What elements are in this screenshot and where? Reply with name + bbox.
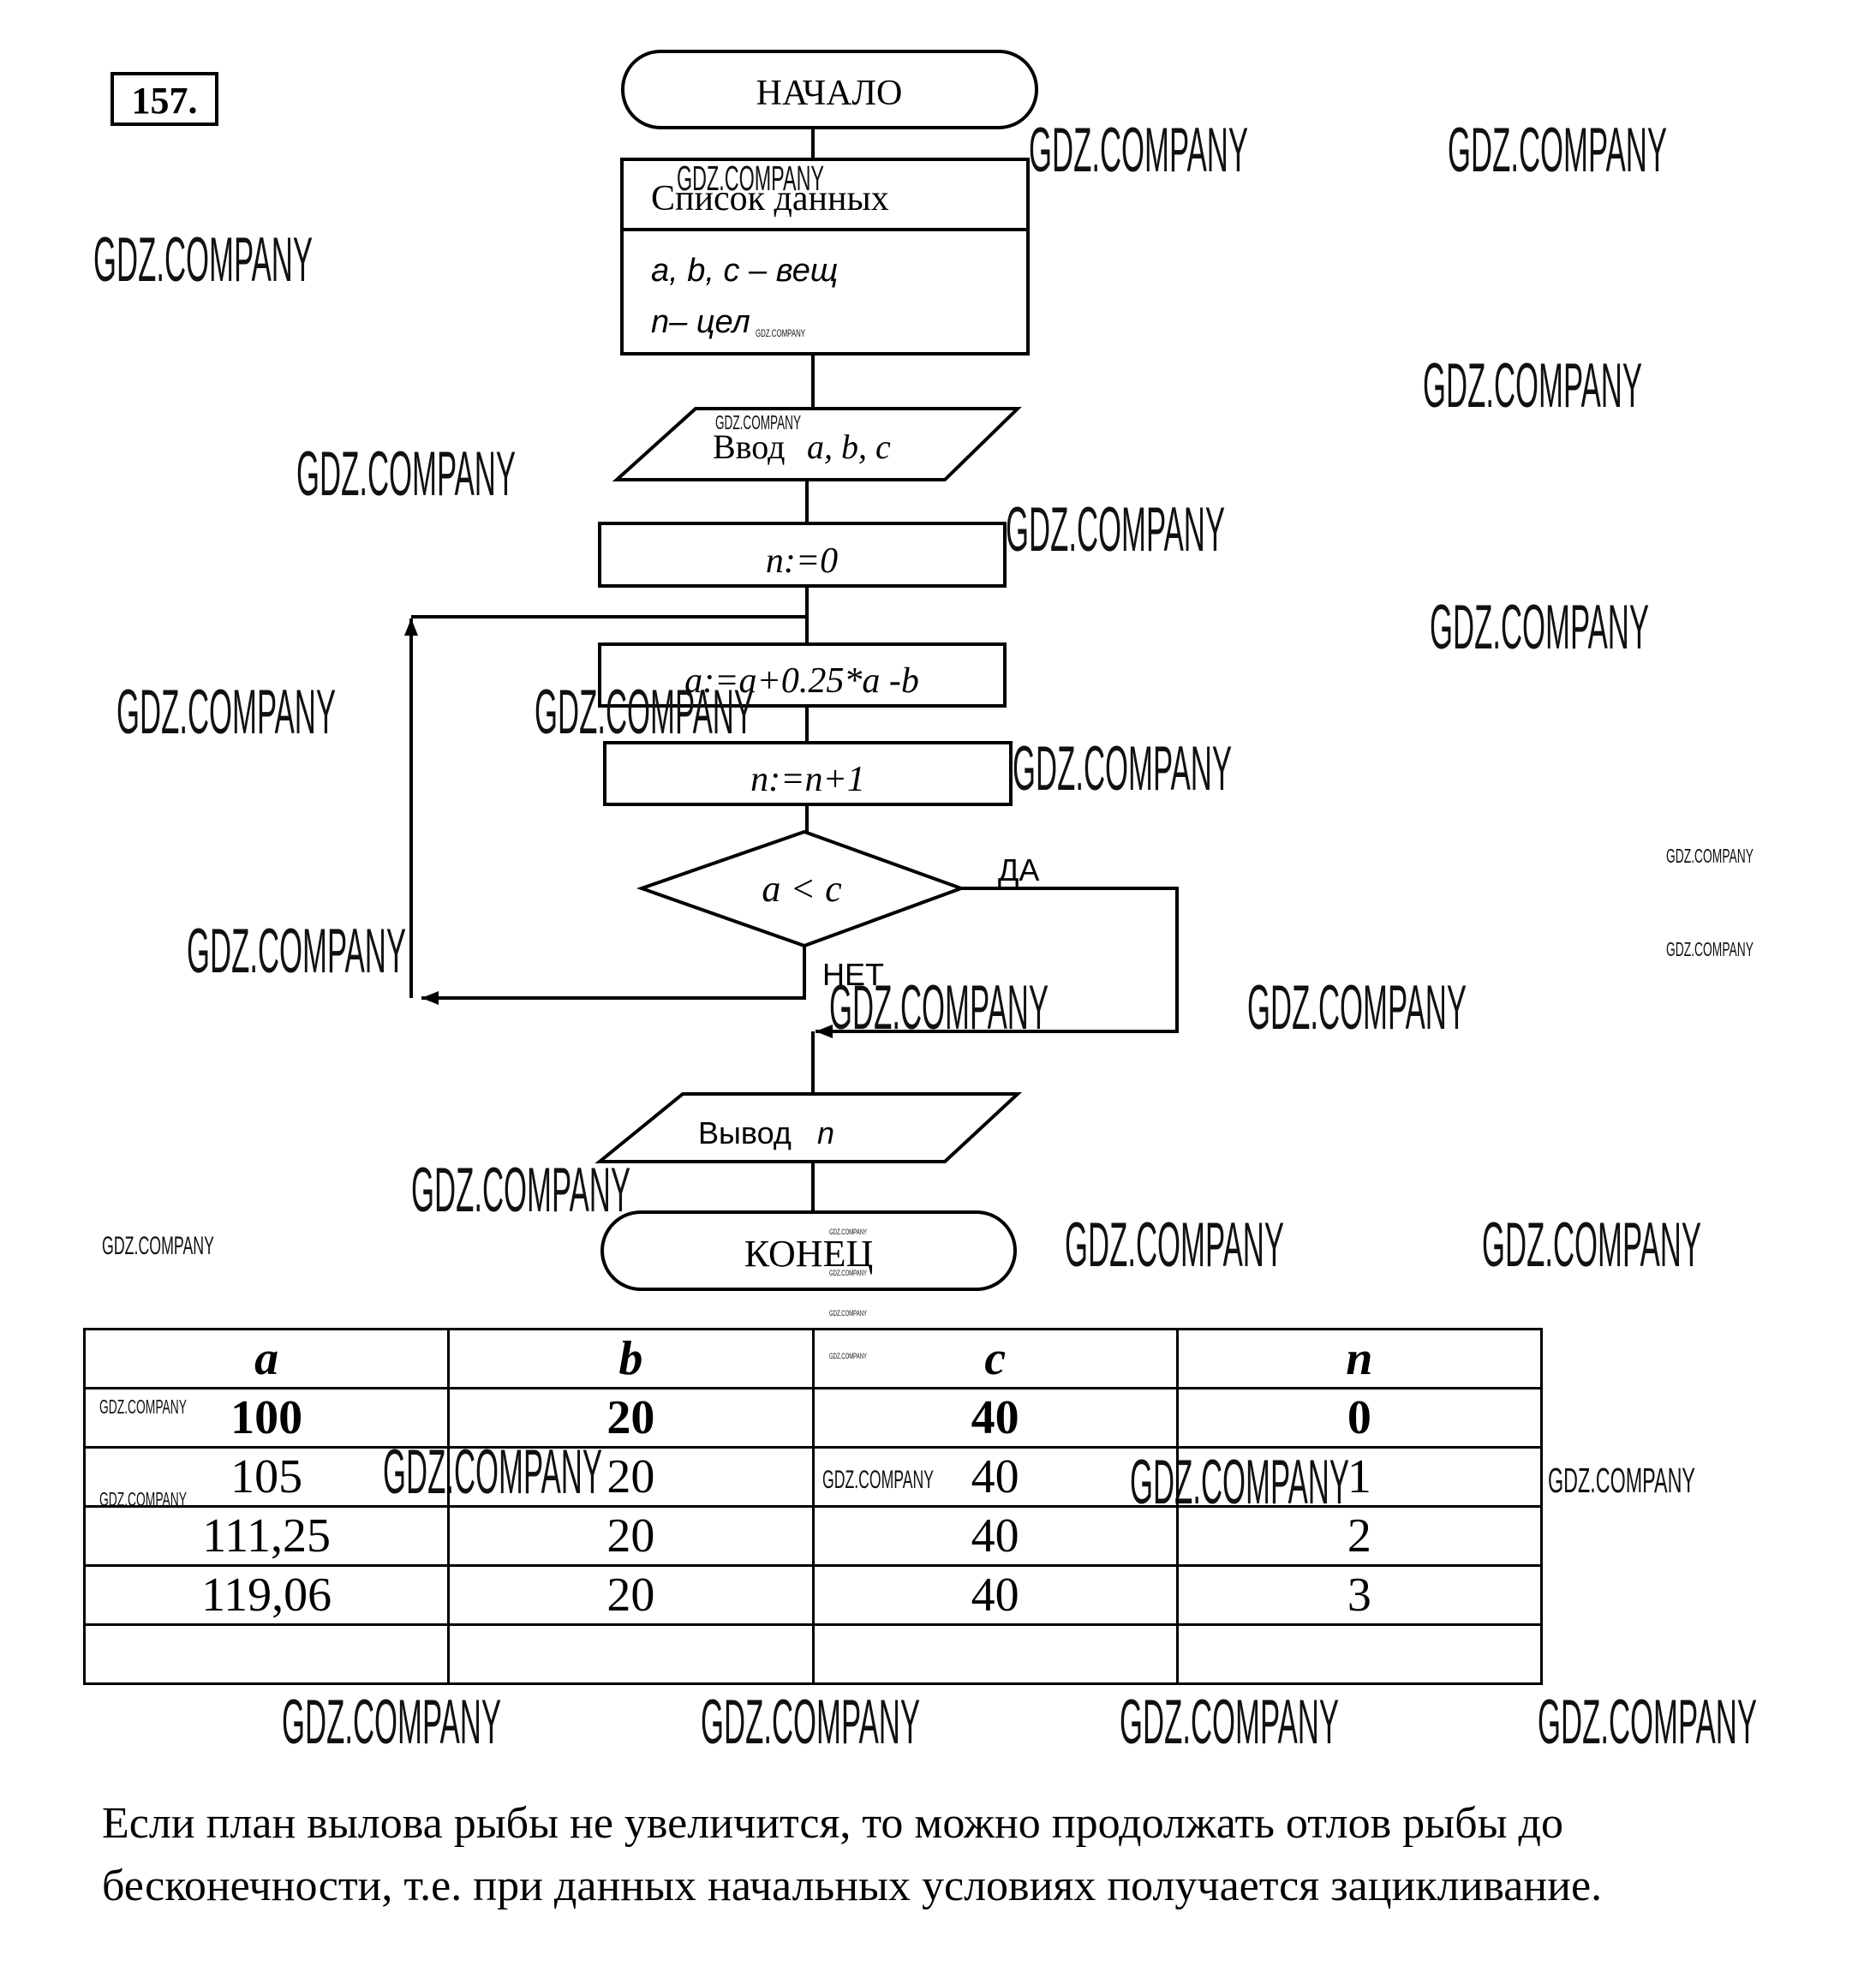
watermark-text: GDZ.COMPANY [1006,495,1225,565]
trace-table: a b c n 100 20 40 0 105 20 40 1 111,25 2… [82,1328,1544,1685]
table-row: 100 20 40 0 [82,1387,1544,1449]
watermark-text: GDZ.COMPANY [677,158,824,198]
cell-c: 40 [811,1505,1179,1567]
update-a-box [598,642,1007,708]
watermark-text: GDZ.COMPANY [1666,938,1754,960]
condition-label: a < c [762,868,842,910]
table-row: 119,06 20 40 3 [82,1564,1544,1626]
cell-a: 100 [82,1387,451,1449]
no-branch-line [421,946,806,1005]
problem-number-box: 157. [111,72,218,126]
watermark-text: GDZ.COMPANY [1065,1210,1284,1280]
watermark-text: GDZ.COMPANY [1013,734,1232,804]
watermark-text: GDZ.COMPANY [1548,1461,1695,1500]
table-row-empty [82,1623,1544,1685]
watermark-text: GDZ.COMPANY [1448,116,1667,185]
input-vars: a, b, c [807,427,891,466]
table-row: 111,25 20 40 2 [82,1505,1544,1567]
cell-a: 111,25 [82,1505,451,1567]
start-label: НАЧАЛО [756,74,903,113]
watermark-text: GDZ.COMPANY [1423,351,1642,421]
watermark-text: GDZ.COMPANY [187,917,406,986]
cell-n: 1 [1175,1446,1544,1508]
watermark-text: GDZ.COMPANY [1120,1688,1339,1757]
watermark-text: GDZ.COMPANY [535,678,754,747]
watermark-text: GDZ.COMPANY [715,411,801,433]
cell-c [811,1623,1179,1685]
output-parallelogram [594,1092,1023,1163]
watermark-text: GDZ.COMPANY [756,327,805,339]
end-terminal [600,1210,1017,1291]
watermark-text: GDZ.COMPANY [701,1688,920,1757]
input-label: Ввод [713,427,786,466]
watermark-text: GDZ.COMPANY [1029,116,1248,185]
header-n: n [1175,1328,1544,1389]
header-c: c [811,1328,1179,1389]
cell-c: 40 [811,1387,1179,1449]
cell-b: 20 [447,1387,815,1449]
cell-n [1175,1623,1544,1685]
watermark-text: GDZ.COMPANY [1430,593,1649,662]
problem-number: 157. [132,80,198,122]
cell-b: 20 [447,1505,815,1567]
no-label: НЕТ [822,957,884,992]
yes-branch-line [816,887,1179,1038]
init-box [598,522,1007,588]
data-line-int: n– цел [651,304,750,340]
output-var: n [817,1115,834,1150]
cell-b [447,1623,815,1685]
watermark-text: GDZ.COMPANY [411,1156,630,1225]
init-label: n:=0 [766,541,838,581]
update-a-label: a:=a+0.25*a -b [684,661,919,701]
header-a: a [82,1328,451,1389]
output-label: Вывод [698,1115,792,1150]
watermark-text: GDZ.COMPANY [296,439,516,509]
data-header: Список данных [651,179,889,218]
watermark-text: GDZ.COMPANY [829,1269,867,1277]
cell-c: 40 [811,1446,1179,1508]
increment-label: n:=n+1 [750,760,865,799]
yes-label: ДА [998,852,1039,887]
data-declaration-box [620,158,1030,356]
cell-b: 20 [447,1564,815,1626]
watermark-text: GDZ.COMPANY [117,678,336,747]
watermark-text: GDZ.COMPANY [1482,1210,1701,1280]
watermark-text: GDZ.COMPANY [102,1232,214,1260]
table-row: 105 20 40 1 [82,1446,1544,1508]
watermark-text: GDZ.COMPANY [1247,973,1467,1043]
watermark-text: GDZ.COMPANY [829,973,1049,1043]
cell-n: 3 [1175,1564,1544,1626]
cell-b: 20 [447,1446,815,1508]
watermark-text: GDZ.COMPANY [829,1309,867,1318]
cell-a: 119,06 [82,1564,451,1626]
cell-a: 105 [82,1446,451,1508]
input-parallelogram [612,407,1022,481]
cell-a [82,1623,451,1685]
conclusion-text: Если план вылова рыбы не увеличится, то … [102,1799,1603,1910]
header-b: b [447,1328,815,1389]
cell-n: 0 [1175,1387,1544,1449]
data-line-real: a, b, c – вещ [651,253,838,289]
watermark-text: GDZ.COMPANY [1666,845,1754,867]
end-label: КОНЕЦ [744,1233,873,1275]
cell-n: 2 [1175,1505,1544,1567]
cell-c: 40 [811,1564,1179,1626]
watermark-text: GDZ.COMPANY [829,1228,867,1236]
watermark-text: GDZ.COMPANY [93,225,313,295]
watermark-text: GDZ.COMPANY [1538,1688,1757,1757]
watermark-text: GDZ.COMPANY [282,1688,501,1757]
start-terminal [621,50,1038,129]
table-header-row: a b c n [82,1328,1544,1389]
